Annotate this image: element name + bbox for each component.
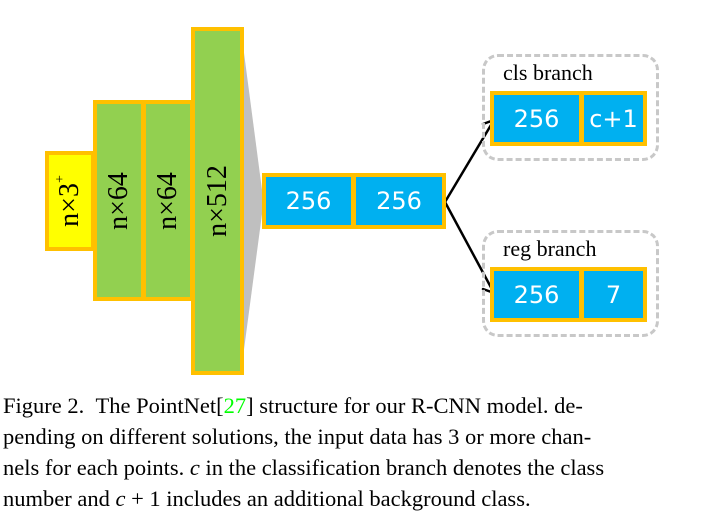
input-layer-label: n×3+: [52, 175, 85, 227]
caption-line-2: pending on different solutions, the inpu…: [3, 424, 592, 449]
reg-layer-1-label: 256: [513, 280, 560, 309]
fc-layer-2: 256: [352, 173, 446, 229]
caption-line-4: number and c + 1 includes an additional …: [3, 486, 531, 511]
fc-layer-2-label: 256: [376, 187, 422, 215]
figure-caption: Figure 2. The PointNet[27] structure for…: [3, 390, 719, 514]
feature-layer-3: n×512: [191, 27, 244, 375]
cls-layer-1-label: 256: [513, 104, 560, 133]
reg-branch: reg branch: [482, 230, 659, 337]
math-c: c: [115, 486, 126, 511]
reg-layer-1: 256: [490, 267, 583, 322]
reg-branch-title: reg branch: [503, 236, 597, 261]
feature-layer-1: n×64: [93, 100, 145, 301]
cls-layer-1: 256: [490, 91, 583, 146]
math-c: c: [189, 455, 200, 480]
fc-layer-1: 256: [262, 173, 355, 229]
caption-line-1: Figure 2. The PointNet[27] structure for…: [3, 393, 583, 418]
feature-layer-2-label: n×64: [152, 171, 183, 230]
input-layer: n×3+: [45, 151, 95, 251]
cls-branch: cls branch: [482, 54, 659, 161]
reg-layer-2: 7: [580, 267, 647, 322]
cls-branch-title: cls branch: [503, 60, 593, 85]
reg-layer-2-label: 7: [605, 280, 622, 309]
feature-layer-2: n×64: [142, 100, 194, 301]
cls-layer-2-label: c+1: [589, 104, 638, 133]
feature-layer-1-label: n×64: [103, 171, 134, 230]
caption-line-3: nels for each points. c in the classific…: [3, 455, 605, 480]
fc-layer-1-label: 256: [285, 187, 332, 215]
pooling-wedge-shape: [241, 30, 262, 372]
cls-layer-2: c+1: [580, 91, 647, 146]
pointnet-diagram: n×3+ n×64 n×64 n×512 256 256 cls branch …: [45, 27, 659, 375]
citation-link[interactable]: 27: [223, 393, 247, 418]
feature-layer-3-label: n×512: [201, 165, 233, 237]
